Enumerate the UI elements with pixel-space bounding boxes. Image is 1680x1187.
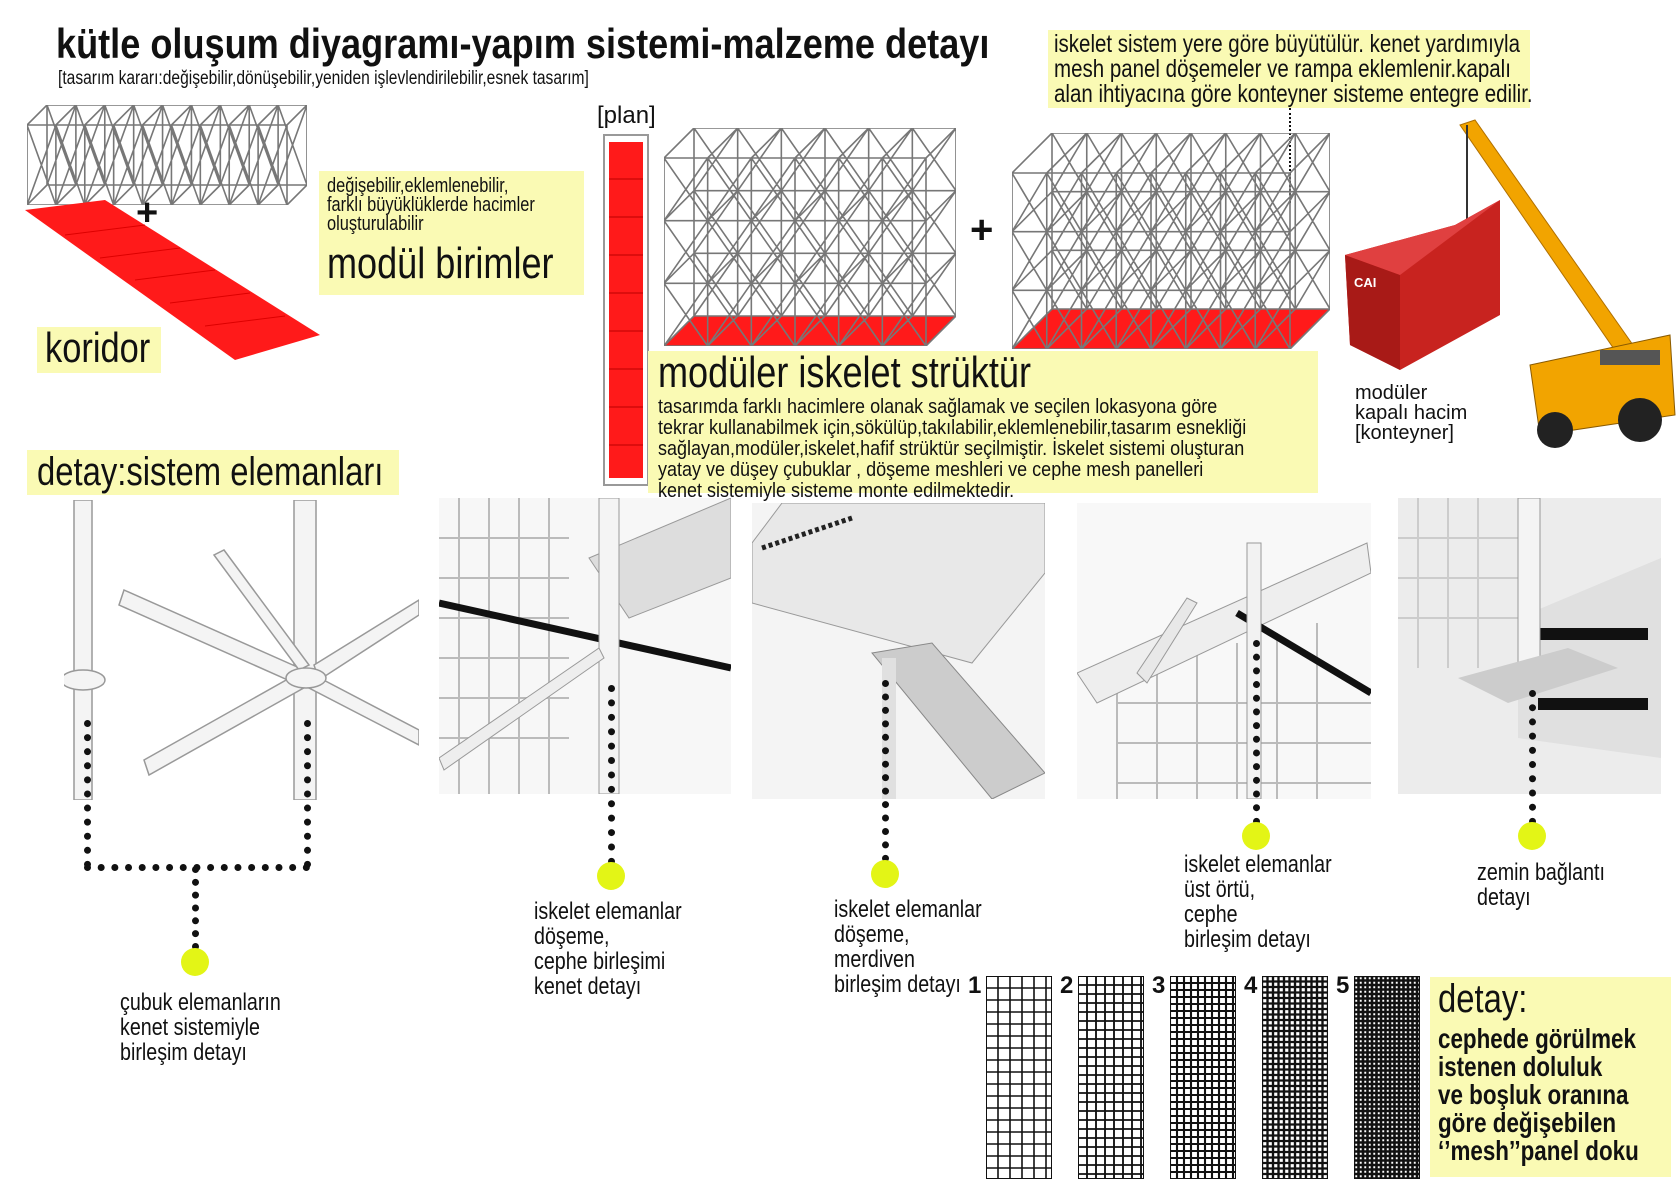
page-subtitle: [tasarım kararı:değişebilir,dönüşebilir,… bbox=[58, 68, 589, 89]
module-line: farklı büyüklüklerde hacimler bbox=[327, 194, 535, 216]
details-title-box: detay:sistem elemanları bbox=[27, 450, 399, 495]
mesh-panel-number: 4 bbox=[1244, 972, 1258, 999]
marker-dot bbox=[1242, 822, 1270, 850]
marker-dot bbox=[1518, 822, 1546, 850]
module-line: değişebilir,eklemlenebilir, bbox=[327, 175, 509, 197]
top-note: iskelet sistem yere göre büyütülür. kene… bbox=[1048, 30, 1533, 108]
mesh-panel-number: 2 bbox=[1060, 972, 1074, 999]
mesh-note-line: istenen doluluk bbox=[1438, 1051, 1603, 1082]
plus-sign: + bbox=[136, 192, 159, 234]
plan-label: [plan] bbox=[597, 102, 656, 129]
module-box: değişebilir,eklemlenebilir, farklı büyük… bbox=[319, 171, 584, 295]
detail-image-roof-facade bbox=[1077, 503, 1371, 799]
mesh-panel bbox=[986, 976, 1052, 1179]
mesh-note-box: detay: cephede görülmek istenen doluluk … bbox=[1430, 977, 1671, 1177]
structure-line: sağlayan,modüler,iskelet,hafif strüktür … bbox=[658, 438, 1245, 460]
detail-image-rod-joint bbox=[64, 500, 419, 800]
svg-text:CAI: CAI bbox=[1354, 275, 1376, 290]
mesh-panel-number: 5 bbox=[1336, 972, 1350, 999]
page-title: kütle oluşum diyagramı-yapım sistemi-mal… bbox=[56, 20, 990, 67]
corridor-label: koridor bbox=[45, 324, 151, 371]
corridor-label-box: koridor bbox=[37, 327, 161, 373]
structure-line: yatay ve düşey çubuklar , döşeme meshler… bbox=[658, 459, 1204, 481]
mesh-panel bbox=[1170, 976, 1236, 1179]
detail-label-floor-stair: iskelet elemanlar döşeme, merdiven birle… bbox=[834, 896, 982, 998]
structure-title: modüler iskelet strüktür bbox=[658, 348, 1031, 397]
mesh-panel bbox=[1262, 976, 1328, 1179]
mesh-panel-number: 3 bbox=[1152, 972, 1166, 999]
detail-label-ground: zemin bağlantı detayı bbox=[1477, 859, 1605, 911]
mesh-note-line: ve boşluk oranına bbox=[1438, 1079, 1629, 1110]
marker-dot bbox=[871, 860, 899, 888]
mesh-panel bbox=[1078, 976, 1144, 1179]
detail-image-floor-stair bbox=[752, 503, 1045, 799]
crane bbox=[1459, 119, 1676, 448]
note-line: iskelet sistem yere göre büyütülür. kene… bbox=[1054, 30, 1521, 58]
detail-image-floor-facade bbox=[439, 498, 731, 794]
leader-line bbox=[608, 685, 615, 865]
leader-line bbox=[84, 720, 91, 868]
structure-line: kenet sistemiyle sisteme monte edilmekte… bbox=[658, 480, 1015, 502]
note-line: mesh panel döşemeler ve rampa eklemlenir… bbox=[1054, 55, 1511, 83]
mesh-panel bbox=[1354, 976, 1420, 1179]
scaffold-structure-1 bbox=[664, 128, 956, 346]
mesh-note-line: göre değişebilen bbox=[1438, 1107, 1616, 1138]
structure-line: tekrar kullanabilmek için,sökülüp,takıla… bbox=[658, 417, 1247, 439]
corridor-red-plane bbox=[25, 200, 320, 360]
structure-line: tasarımda farklı hacimlere olanak sağlam… bbox=[658, 396, 1218, 418]
marker-dot bbox=[597, 862, 625, 890]
leader-line bbox=[192, 866, 199, 950]
module-line: oluşturulabilir bbox=[327, 213, 424, 235]
mesh-note-line: cephede görülmek bbox=[1438, 1023, 1636, 1054]
container-label: modüler kapalı hacim [konteyner] bbox=[1355, 382, 1468, 444]
plus-sign: + bbox=[970, 208, 994, 252]
note-line: alan ihtiyacına göre konteyner sisteme e… bbox=[1054, 80, 1533, 108]
structure-box: modüler iskelet strüktür tasarımda farkl… bbox=[648, 348, 1318, 502]
leader-line bbox=[1529, 690, 1536, 825]
mesh-note-line: ‘’mesh’’panel doku bbox=[1438, 1135, 1639, 1166]
detail-label-floor-facade: iskelet elemanlar döşeme, cephe birleşim… bbox=[534, 898, 682, 1000]
leader-line bbox=[1253, 640, 1260, 825]
mesh-panel-number: 1 bbox=[968, 972, 982, 999]
container-crane-image: CAI bbox=[1345, 119, 1676, 448]
scaffold-small bbox=[27, 105, 307, 205]
module-title: modül birimler bbox=[327, 239, 554, 288]
detail-label-roof-facade: iskelet elemanlar üst örtü, cephe birleş… bbox=[1184, 851, 1332, 953]
details-title: detay:sistem elemanları bbox=[37, 450, 384, 494]
marker-dot bbox=[181, 948, 209, 976]
mesh-note-title: detay: bbox=[1438, 977, 1528, 1021]
note-leader-line bbox=[1289, 108, 1291, 203]
plan-red-column bbox=[603, 134, 649, 486]
scaffold-structure-2 bbox=[1012, 133, 1330, 349]
detail-label-rod-joint: çubuk elemanların kenet sistemiyle birle… bbox=[120, 989, 281, 1066]
leader-line bbox=[882, 680, 889, 862]
container: CAI bbox=[1345, 200, 1500, 370]
leader-line bbox=[304, 720, 311, 868]
